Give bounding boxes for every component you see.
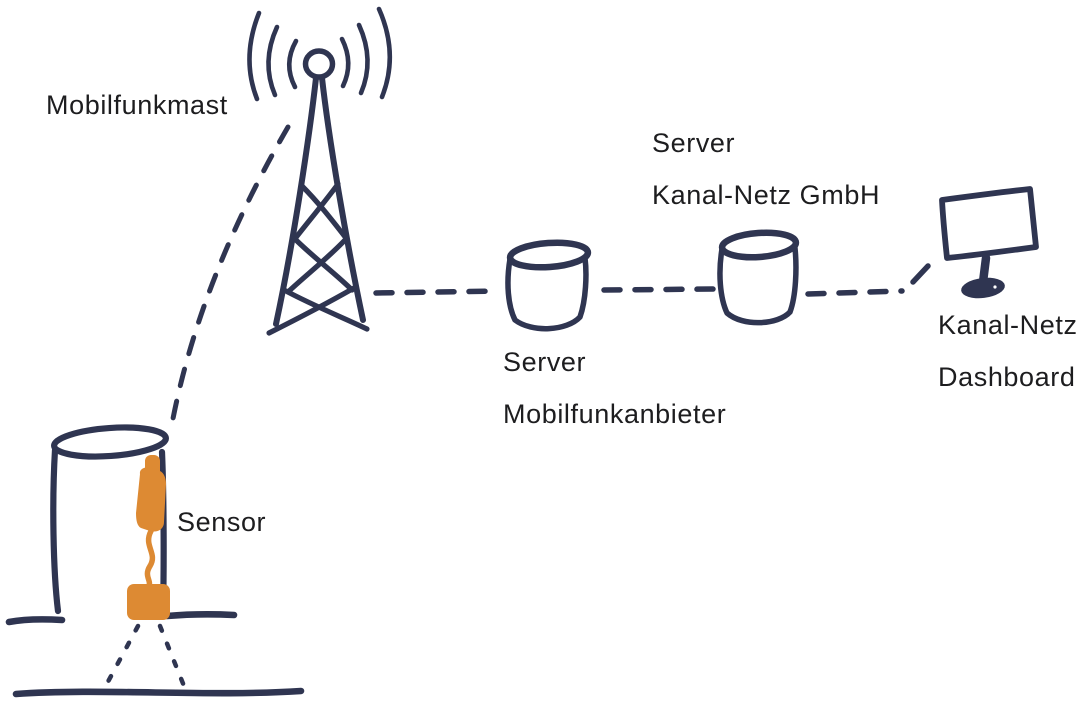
ground-bottom-line [12, 687, 305, 698]
monitor-icon [939, 186, 1039, 299]
cell-tower-icon [266, 48, 370, 336]
server-kanalnetz-cylinder-icon [717, 229, 800, 326]
link-tower-to-server-dashed-line [373, 288, 502, 296]
link-server-to-dashboard-dashed-line [805, 263, 931, 297]
kanalnetz-dashboard-label: Kanal-Netz Dashboard [938, 312, 1078, 391]
sensor-device-icon [127, 455, 170, 620]
sensor-label-text: Sensor [177, 507, 267, 537]
link-server-to-server-dashed-line [601, 286, 719, 293]
sensor-label: Sensor [177, 509, 266, 536]
kanalnetz-dashboard-label-line1: Kanal-Netz [938, 310, 1078, 340]
kanalnetz-dashboard-label-line2: Dashboard [938, 362, 1076, 392]
server-mobilfunkanbieter-label-line2: Mobilfunkanbieter [503, 399, 727, 429]
mobilfunkmast-label-text: Mobilfunkmast [46, 90, 228, 120]
server-kanalnetz-label-line1: Server [652, 128, 736, 158]
server-mobilfunkanbieter-label: Server Mobilfunkanbieter [503, 349, 726, 428]
server-mobilfunkanbieter-cylinder-icon [505, 239, 592, 332]
mobilfunkmast-label: Mobilfunkmast [46, 92, 228, 119]
sensor-measuring-cone-dotted-line [100, 623, 187, 694]
wireless-link-dashed-line [168, 124, 291, 432]
server-kanalnetz-label-line2: Kanal-Netz GmbH [652, 180, 881, 210]
server-mobilfunkanbieter-label-line1: Server [503, 347, 587, 377]
radio-waves-icon [247, 6, 393, 102]
server-kanalnetz-label: Server Kanal-Netz GmbH [652, 130, 880, 209]
